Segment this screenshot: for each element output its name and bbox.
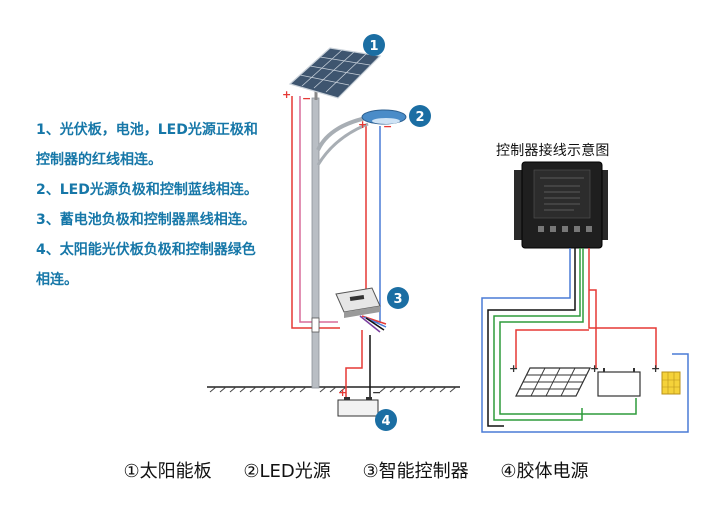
pole-controller <box>335 287 387 333</box>
legend-item-gel-battery: ④胶体电源 <box>500 461 589 482</box>
diagram-led-plus: + <box>651 362 660 375</box>
instruction-step-4: 4、太阳能光伏板负极和控制器绿色相连。 <box>36 242 256 288</box>
wiring-diagram-title: 控制器接线示意图 <box>496 143 610 159</box>
polarity-plus-panel: + <box>282 88 291 101</box>
diagram-panel-plus: + <box>509 362 518 375</box>
legend-item-led-light: ②LED光源 <box>243 461 331 482</box>
diagram-battery-plus: + <box>590 362 599 375</box>
led-lamp <box>361 109 407 125</box>
wire-black-out <box>487 248 576 427</box>
controller-wires <box>481 248 689 433</box>
wire-panel-minus <box>299 96 338 323</box>
wire-red-panel <box>291 96 340 329</box>
controller-unit <box>514 161 608 249</box>
legend-item-solar-panel: ①太阳能板 <box>123 461 212 482</box>
polarity-minus-battery: − <box>372 386 381 399</box>
polarity-plus-battery: + <box>338 386 347 399</box>
ground <box>207 386 460 393</box>
wire-green-out <box>493 248 583 421</box>
wire-red-panel-out <box>589 289 597 368</box>
polarity-plus-lamp: + <box>358 118 367 131</box>
solar-panel <box>288 47 382 99</box>
badge-2: 2 <box>409 105 431 127</box>
component-legend: ①太阳能板 ②LED光源 ③智能控制器 ④胶体电源 <box>0 457 712 483</box>
instruction-step-3: 3、蓄电池负极和控制器黑线相连。 <box>36 212 256 228</box>
diagram-led-light: + <box>651 362 681 395</box>
diagram-battery: + <box>590 362 641 397</box>
polarity-minus-lamp: − <box>383 120 392 133</box>
badge-3-label: 3 <box>393 292 402 307</box>
badge-3: 3 <box>387 287 409 309</box>
badge-4-label: 4 <box>381 414 390 429</box>
wire-green-out-2 <box>499 248 637 415</box>
badge-1-label: 1 <box>369 39 378 54</box>
battery <box>337 397 379 417</box>
instruction-step-2: 2、LED光源负极和控制蓝线相连。 <box>36 182 258 198</box>
badge-1: 1 <box>363 34 385 56</box>
instructions-panel: 1、光伏板，电池，LED光源正极和控制器的红线相连。 2、LED光源负极和控制蓝… <box>36 115 266 295</box>
instruction-step-1: 1、光伏板，电池，LED光源正极和控制器的红线相连。 <box>36 122 258 168</box>
legend-item-controller: ③智能控制器 <box>362 461 469 482</box>
polarity-marks: + − + − + − <box>282 88 392 399</box>
wire-blue-out <box>481 248 689 433</box>
badge-2-label: 2 <box>415 110 424 125</box>
wire-red-out <box>588 248 657 368</box>
diagram-solar-panel: + <box>509 362 591 397</box>
light-pole <box>311 88 369 389</box>
wire-red-battery <box>345 330 363 400</box>
wire-red-panel-plus <box>515 329 589 368</box>
badge-4: 4 <box>375 409 397 431</box>
polarity-minus-panel: − <box>302 92 311 105</box>
